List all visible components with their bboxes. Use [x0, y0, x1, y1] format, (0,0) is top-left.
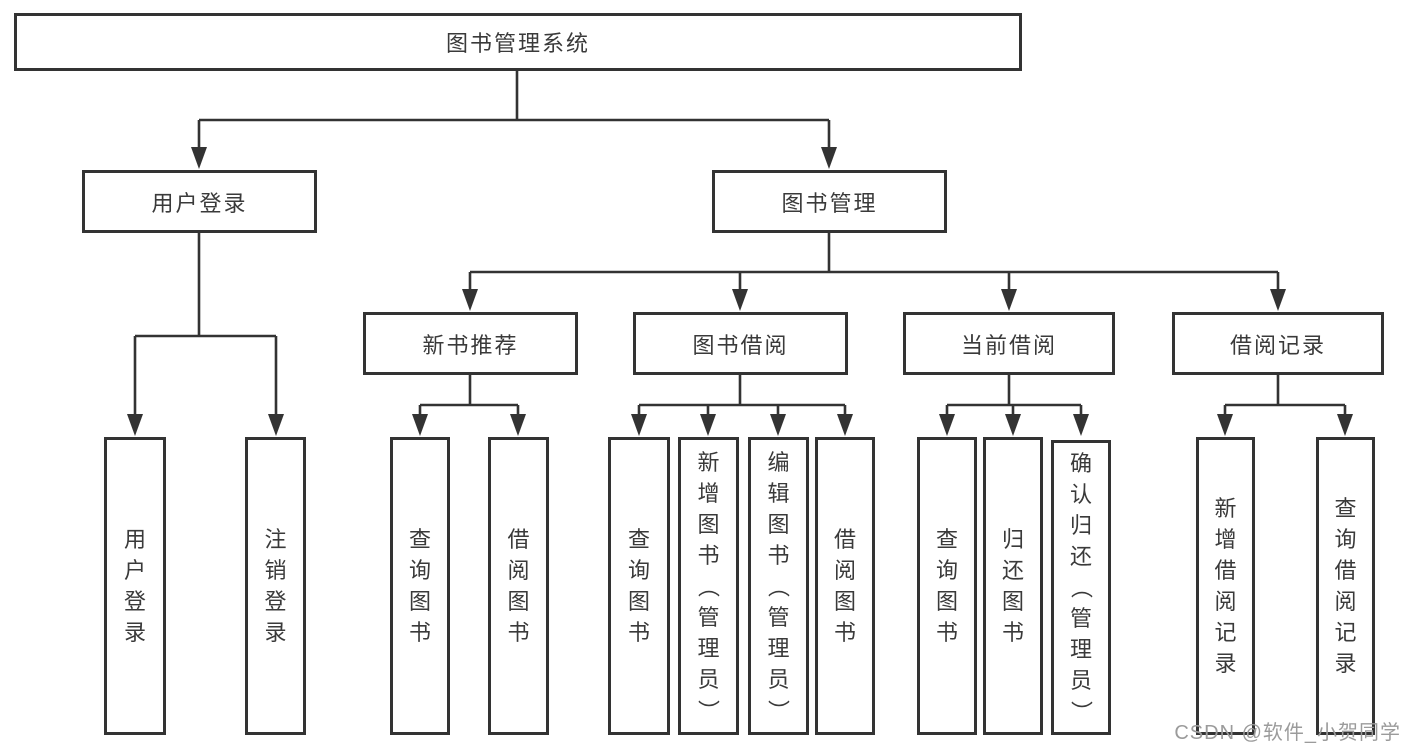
vertical-char: 阅: [1334, 589, 1357, 614]
vertical-char: 录: [264, 620, 287, 645]
leaf-query-books-borrowing: 查询图书: [608, 437, 670, 735]
vertical-char: 记: [1334, 620, 1357, 645]
vertical-char: 借: [1334, 558, 1357, 583]
vertical-char: 图: [697, 511, 720, 537]
leaf-add-borrow-record: 新增借阅记录: [1196, 437, 1255, 735]
vertical-char: 图: [627, 589, 650, 614]
vertical-char: 书: [697, 542, 720, 568]
vertical-char: 询: [408, 558, 431, 583]
vertical-char: 理: [697, 635, 720, 661]
vertical-char: 借: [507, 527, 530, 552]
vertical-char: 登: [123, 589, 146, 614]
vertical-char: 归: [1001, 527, 1024, 552]
vertical-char: 员: [697, 666, 720, 692]
vertical-char: 图: [833, 589, 856, 614]
vertical-char: 询: [935, 558, 958, 583]
vertical-char: ）: [1068, 700, 1094, 723]
vertical-char: 阅: [833, 558, 856, 583]
vertical-char: 还: [1001, 558, 1024, 583]
node-user-login: 用户登录: [82, 170, 317, 233]
vertical-char: 书: [408, 620, 431, 645]
vertical-char: 书: [767, 542, 790, 568]
vertical-char: 查: [935, 527, 958, 552]
vertical-char: 辑: [767, 480, 790, 506]
vertical-char: 书: [935, 620, 958, 645]
vertical-char: 书: [627, 620, 650, 645]
vertical-char: 记: [1214, 620, 1237, 645]
vertical-char: 询: [1334, 527, 1357, 552]
vertical-char: 查: [1334, 496, 1357, 521]
node-borrowing-records: 借阅记录: [1172, 312, 1384, 375]
vertical-char: （: [765, 574, 791, 598]
vertical-char: 归: [1069, 513, 1092, 538]
leaf-user-login: 用户登录: [104, 437, 166, 735]
vertical-char: 确: [1069, 451, 1092, 476]
vertical-char: 借: [1214, 558, 1237, 583]
vertical-char: 阅: [507, 558, 530, 583]
vertical-char: 管: [1069, 606, 1092, 631]
vertical-char: 注: [264, 527, 287, 552]
vertical-char: 用: [123, 527, 146, 552]
vertical-char: 录: [123, 620, 146, 645]
vertical-char: 图: [507, 589, 530, 614]
vertical-char: 书: [833, 620, 856, 645]
vertical-char: 录: [1334, 651, 1357, 676]
vertical-char: 管: [697, 604, 720, 630]
vertical-char: 图: [935, 589, 958, 614]
leaf-query-books-current: 查询图书: [917, 437, 977, 735]
vertical-char: 查: [627, 527, 650, 552]
vertical-char: 编: [767, 449, 790, 475]
vertical-char: 登: [264, 589, 287, 614]
leaf-query-borrow-record: 查询借阅记录: [1316, 437, 1375, 735]
vertical-char: 员: [1069, 668, 1092, 693]
leaf-query-books-recommend: 查询图书: [390, 437, 450, 735]
leaf-borrow-books-borrowing: 借阅图书: [815, 437, 875, 735]
vertical-char: ）: [765, 698, 791, 722]
vertical-char: 增: [1214, 527, 1237, 552]
vertical-char: 录: [1214, 651, 1237, 676]
vertical-char: 图: [408, 589, 431, 614]
leaf-add-book-admin: 新增图书 （ 管理员 ）: [678, 437, 739, 735]
node-new-book-recommend: 新书推荐: [363, 312, 578, 375]
vertical-char: 查: [408, 527, 431, 552]
vertical-char: 户: [123, 558, 146, 583]
vertical-char: 销: [264, 558, 287, 583]
vertical-char: 询: [627, 558, 650, 583]
vertical-char: （: [1068, 576, 1094, 599]
vertical-char: （: [695, 574, 721, 598]
vertical-char: 理: [767, 635, 790, 661]
leaf-borrow-books-recommend: 借阅图书: [488, 437, 549, 735]
vertical-char: 图: [1001, 589, 1024, 614]
vertical-char: 书: [1001, 620, 1024, 645]
vertical-char: 书: [507, 620, 530, 645]
leaf-return-books: 归还图书: [983, 437, 1043, 735]
vertical-char: 图: [767, 511, 790, 537]
vertical-char: 理: [1069, 637, 1092, 662]
leaf-edit-book-admin: 编辑图书 （ 管理员 ）: [748, 437, 809, 735]
vertical-char: 还: [1069, 544, 1092, 569]
leaf-logout: 注销登录: [245, 437, 306, 735]
vertical-char: 阅: [1214, 589, 1237, 614]
csdn-watermark: CSDN @软件_小贺同学: [1174, 722, 1401, 744]
vertical-char: 认: [1069, 482, 1092, 507]
node-book-management: 图书管理: [712, 170, 947, 233]
vertical-char: 新: [697, 449, 720, 475]
vertical-char: 借: [833, 527, 856, 552]
vertical-char: 增: [697, 480, 720, 506]
vertical-char: 管: [767, 604, 790, 630]
vertical-char: ）: [695, 698, 721, 722]
node-book-borrowing: 图书借阅: [633, 312, 848, 375]
node-current-borrowing: 当前借阅: [903, 312, 1115, 375]
vertical-char: 员: [767, 666, 790, 692]
leaf-confirm-return-admin: 确认归还 （ 管理员 ）: [1051, 440, 1111, 735]
vertical-char: 新: [1214, 496, 1237, 521]
node-library-system: 图书管理系统: [14, 13, 1022, 71]
